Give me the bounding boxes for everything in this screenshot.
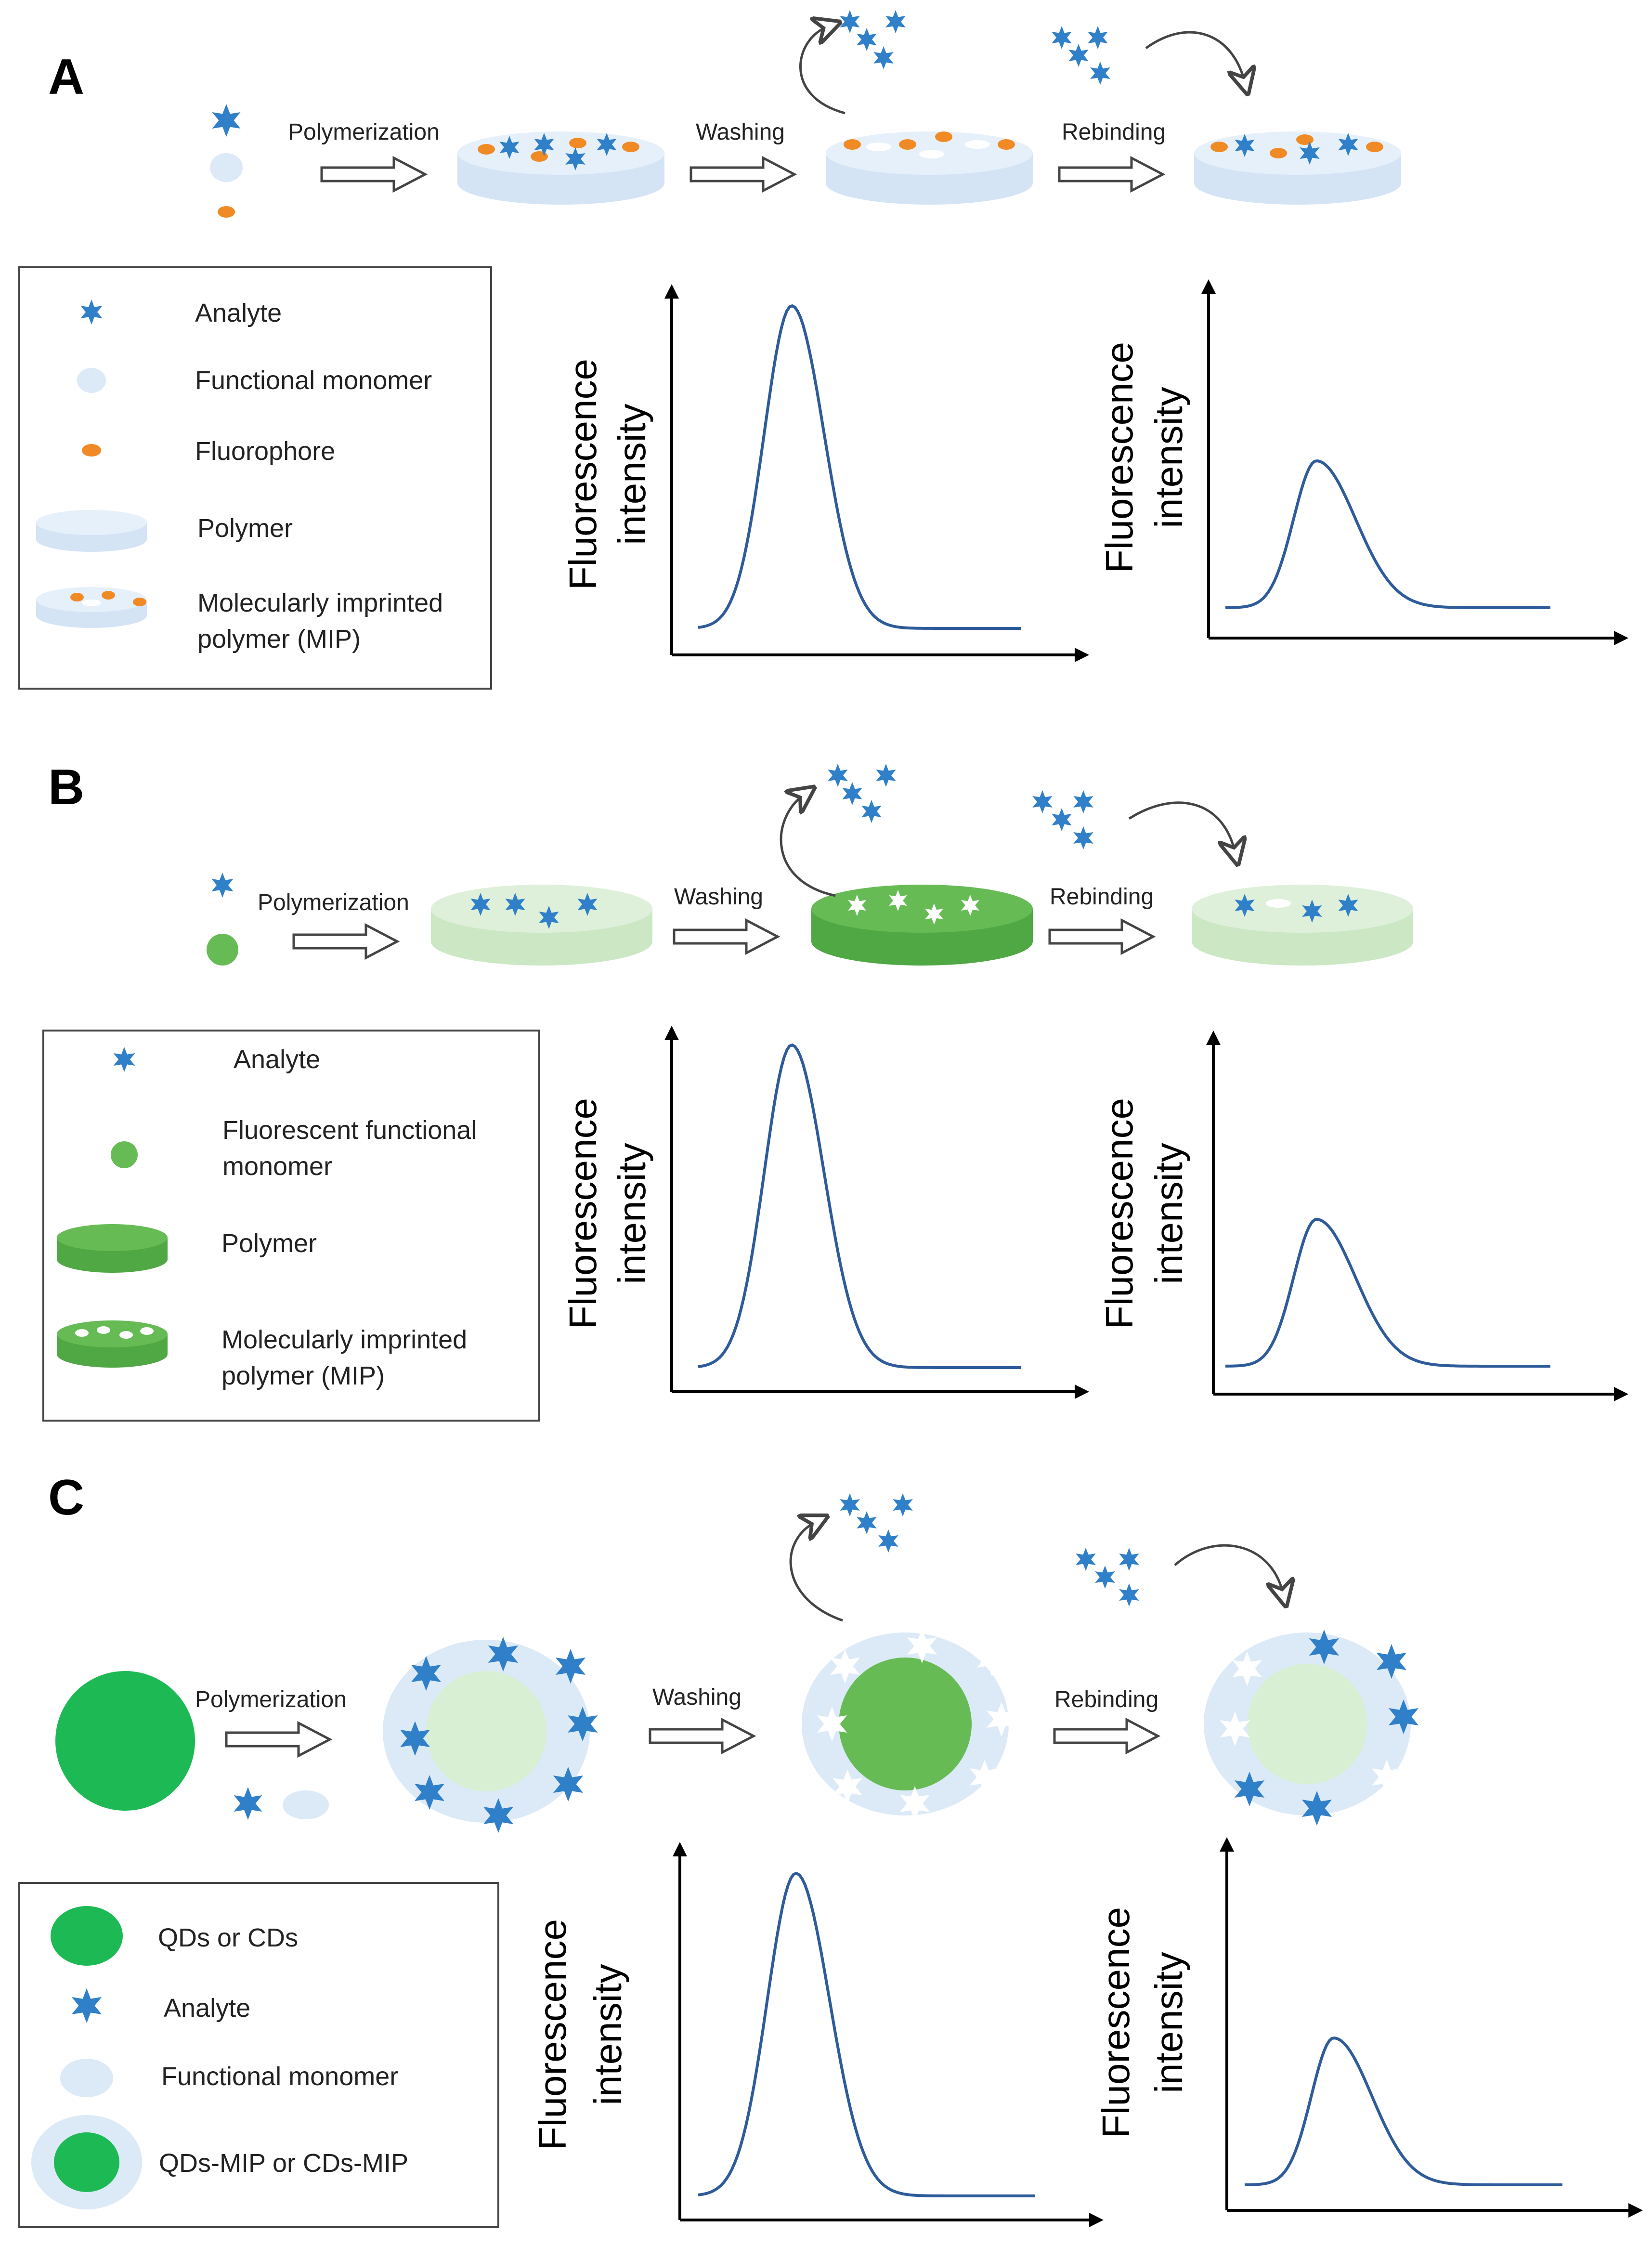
high-peak-curve (698, 1871, 1035, 2197)
mip-core-shell (1204, 1630, 1419, 1826)
legend-label-qds-cds: QDs or CDs (158, 1923, 298, 1952)
curved-arrow-icon (799, 26, 845, 115)
legend-label-qds-mip: QDs-MIP or CDs-MIP (159, 2149, 408, 2178)
step-label-rebinding: Rebinding (1050, 884, 1154, 910)
panel-b: B Polymerization Washing (42, 759, 1628, 1422)
mip-core-shell (802, 1629, 1017, 1821)
step-label-polymerization: Polymerization (258, 890, 409, 915)
legend-label-mip: Molecularly imprinted (221, 1325, 467, 1354)
y-axis-label-line2: intensity (1147, 387, 1190, 528)
arrow-icon (1050, 920, 1153, 953)
arrow-icon (322, 158, 425, 191)
step-label-polymerization: Polymerization (288, 119, 440, 145)
legend-label-analyte: Analyte (195, 299, 282, 327)
legend-label-mip-2: polymer (MIP) (197, 625, 361, 653)
legend-label-fluorescent-monomer: Fluorescent functional (222, 1116, 477, 1145)
panel-a: A Polymerization Washing (18, 10, 1628, 690)
released-analyte-cluster (1032, 790, 1093, 849)
fluorescent-monomer-icon (207, 934, 238, 966)
arrow-icon (650, 1720, 754, 1752)
low-peak-curve (1244, 2037, 1562, 2186)
monomer-icon (283, 1790, 329, 1819)
curved-arrow-icon (789, 1522, 843, 1622)
low-peak-curve (1225, 459, 1550, 609)
fluorescence-chart: Fluorescence intensity (1094, 1837, 1643, 2218)
polymer-disk (431, 885, 652, 966)
legend-label-mip: Molecularly imprinted (197, 588, 443, 617)
y-axis-label: Fluorescence (1094, 1907, 1137, 2138)
high-peak-curve (698, 1043, 1021, 1369)
curved-arrow-icon (780, 795, 836, 897)
curved-arrow-icon (1128, 801, 1235, 852)
arrow-icon (294, 925, 397, 958)
released-analyte-cluster (1052, 26, 1110, 85)
legend-box: Analyte Fluorescent functional monomer P… (42, 1030, 540, 1422)
fluorescence-chart: Fluorescence intensity (1098, 279, 1628, 645)
panel-letter: C (48, 1470, 84, 1526)
low-peak-curve (1225, 1218, 1550, 1368)
polymer-disk (1194, 131, 1401, 205)
analyte-icon (234, 1787, 262, 1820)
y-axis-label-line2: intensity (1147, 1143, 1190, 1284)
y-axis-label: Fluorescence (531, 1919, 574, 2150)
y-axis-label: Fluorescence (1098, 1098, 1141, 1329)
panel-letter: A (48, 49, 84, 105)
curved-arrow-icon (1145, 31, 1245, 82)
y-axis-label-line2: intensity (611, 1143, 653, 1284)
quantum-dot-icon (55, 1671, 195, 1811)
y-axis-label: Fluorescence (561, 359, 604, 590)
high-peak-curve (698, 304, 1021, 630)
step-label-rebinding: Rebinding (1054, 1687, 1158, 1712)
legend-label-functional-monomer: Functional monomer (161, 2062, 398, 2091)
legend-label-analyte: Analyte (234, 1045, 320, 1074)
legend-label-fluorescent-monomer-2: monomer (222, 1152, 332, 1181)
y-axis-label: Fluorescence (1098, 342, 1141, 573)
legend-label-fluorophore: Fluorophore (195, 437, 335, 466)
arrow-icon (1059, 158, 1163, 191)
legend-box: QDs or CDs Analyte Functional monomer QD… (18, 1882, 499, 2228)
polymer-disk (811, 885, 1033, 966)
panel-letter: B (48, 759, 84, 815)
analyte-icon (211, 873, 234, 898)
step-label-washing: Washing (674, 884, 763, 910)
legend-label-polymer: Polymer (221, 1229, 317, 1258)
y-axis-label: Fluorescence (561, 1098, 604, 1329)
polymer-disk (457, 131, 664, 205)
fluorescence-chart: Fluorescence intensity (531, 1842, 1104, 2227)
released-analyte-cluster (1076, 1548, 1139, 1606)
y-axis-label-line2: intensity (611, 404, 653, 545)
monomer-icon (210, 153, 243, 182)
fluorescence-chart: Fluorescence intensity (561, 1026, 1089, 1399)
legend-label-polymer: Polymer (197, 514, 293, 543)
fluorescence-chart: Fluorescence intensity (561, 284, 1089, 662)
y-axis-label-line2: intensity (586, 1964, 629, 2105)
analyte-icon (212, 104, 241, 137)
released-analyte-cluster (828, 764, 896, 823)
step-label-washing: Washing (696, 119, 785, 145)
arrow-icon (674, 920, 778, 953)
legend-box: Analyte Functional monomer Fluorophore P… (18, 266, 492, 690)
polymer-disk (1192, 885, 1413, 966)
fluorophore-icon (218, 206, 235, 218)
curved-arrow-icon (1174, 1544, 1283, 1594)
step-label-rebinding: Rebinding (1062, 119, 1166, 145)
y-axis-label-line2: intensity (1147, 1952, 1190, 2093)
mip-core-shell (383, 1637, 598, 1833)
legend-label-mip-2: polymer (MIP) (221, 1361, 385, 1390)
fluorescence-chart: Fluorescence intensity (1098, 1031, 1628, 1401)
legend-label-analyte: Analyte (164, 1994, 250, 2023)
panel-c: C Polymerization Washing (18, 1470, 1643, 2228)
arrow-icon (691, 158, 794, 191)
released-analyte-cluster (840, 10, 906, 69)
step-label-washing: Washing (652, 1684, 741, 1710)
polymer-disk (826, 131, 1033, 205)
legend-label-functional-monomer: Functional monomer (195, 366, 432, 395)
released-analyte-cluster (840, 1493, 913, 1553)
step-label-polymerization: Polymerization (195, 1687, 347, 1712)
arrow-icon (226, 1723, 330, 1756)
arrow-icon (1054, 1720, 1158, 1752)
